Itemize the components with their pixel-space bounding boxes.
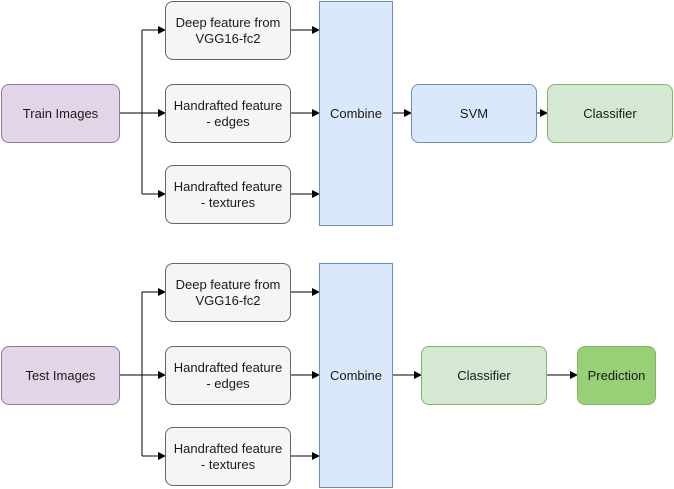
train-branch-connector — [120, 30, 143, 194]
train-combine-node: Combine — [319, 1, 393, 226]
train-edges-feature-node: Handrafted feature - edges — [165, 84, 291, 143]
test-images-node: Test Images — [1, 346, 120, 405]
train-images-node: Train Images — [1, 84, 120, 143]
test-prediction-node: Prediction — [577, 346, 656, 405]
train-textures-feature-node: Handrafted feature - textures — [165, 165, 291, 224]
train-deep-feature-node: Deep feature from VGG16-fc2 — [165, 1, 291, 60]
train-svm-node: SVM — [411, 84, 537, 143]
test-textures-feature-node: Handrafted feature - textures — [165, 427, 291, 486]
test-combine-node: Combine — [319, 263, 393, 488]
test-deep-feature-node: Deep feature from VGG16-fc2 — [165, 263, 291, 322]
train-classifier-node: Classifier — [547, 84, 673, 143]
test-branch-connector — [120, 292, 143, 456]
test-edges-feature-node: Handrafted feature - edges — [165, 346, 291, 405]
test-classifier-node: Classifier — [421, 346, 547, 405]
